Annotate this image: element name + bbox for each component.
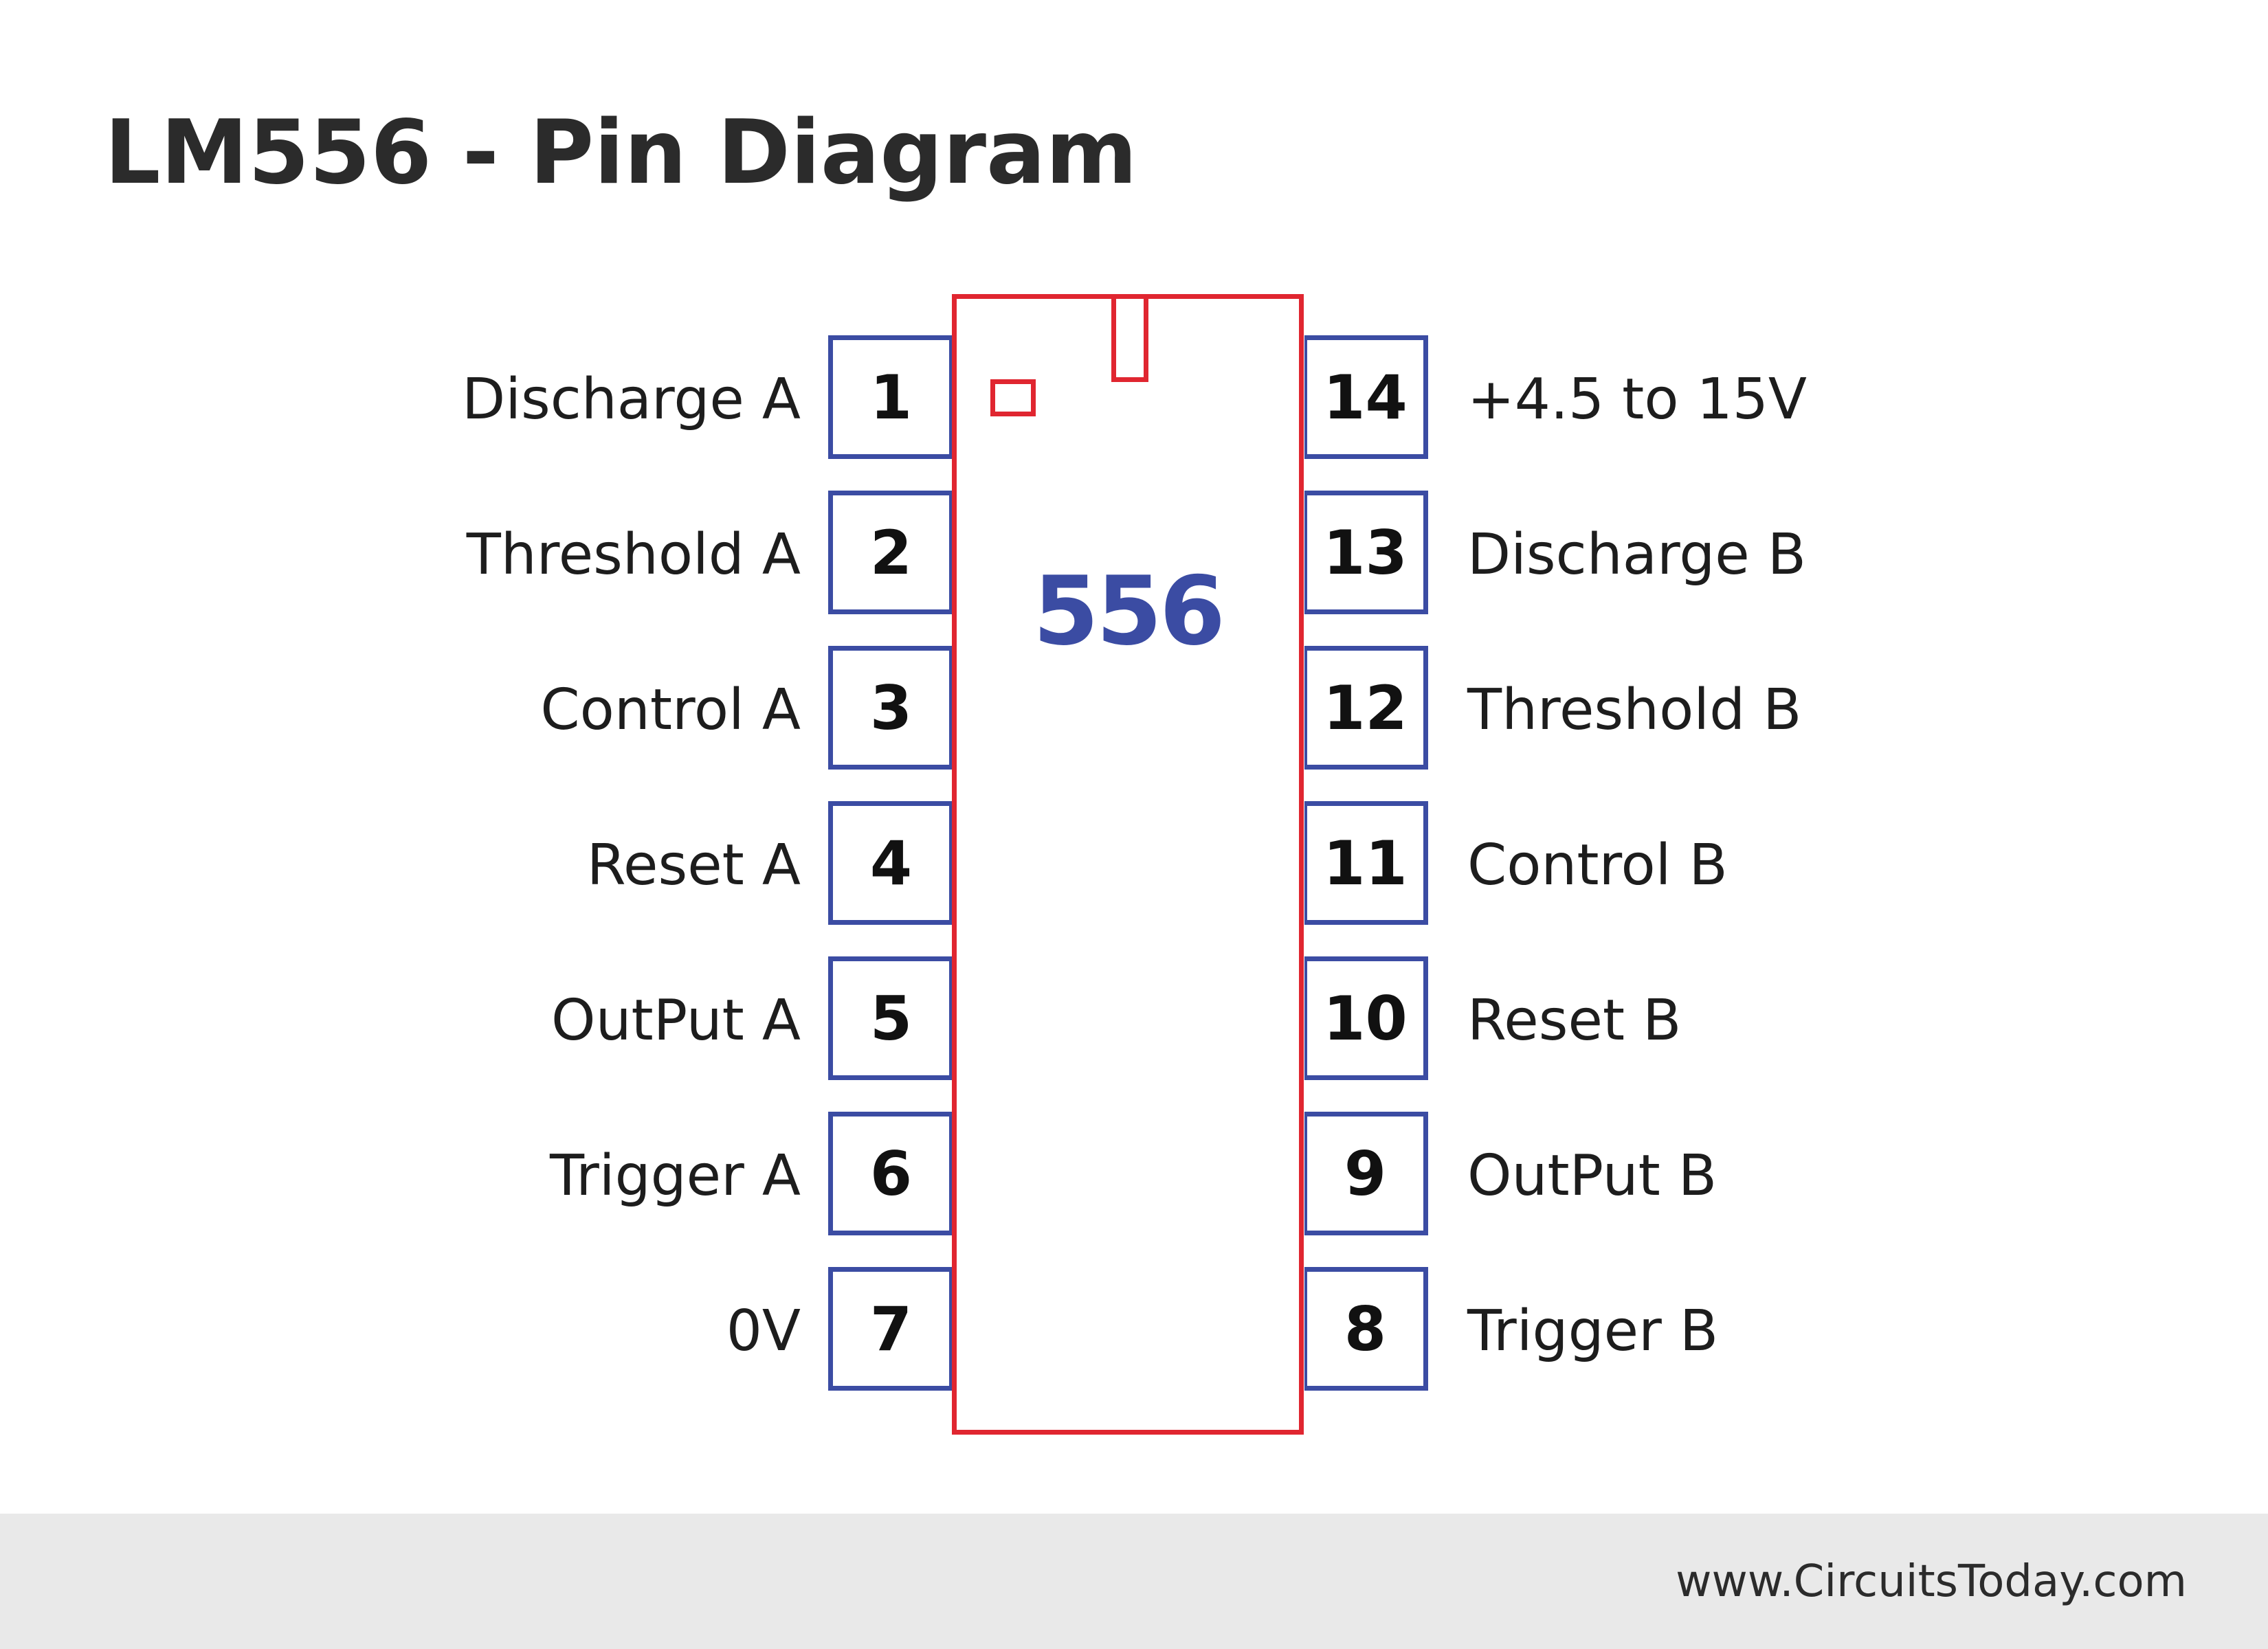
pin-right-4-box: 10 (1304, 956, 1428, 1080)
pin-number: 8 (1344, 1293, 1387, 1365)
pin-left-4-box: 5 (828, 956, 952, 1080)
pin-label: Threshold B (1467, 677, 1802, 743)
pin-left-1-box: 2 (828, 491, 952, 614)
pin-number: 5 (869, 983, 913, 1054)
pin-label: Control B (1467, 833, 1728, 898)
pin-left-0-box: 1 (828, 335, 952, 459)
pin-right-3-box: 11 (1304, 801, 1428, 925)
pin-label: OutPut B (1467, 1143, 1717, 1209)
pin-right-6-box: 8 (1304, 1267, 1428, 1391)
pin-left-2-box: 3 (828, 646, 952, 770)
pin-label: Reset A (586, 833, 801, 898)
pin-right-1-box: 13 (1304, 491, 1428, 614)
pin-number: 9 (1344, 1138, 1387, 1209)
pin-number: 12 (1323, 672, 1408, 743)
chip-label: 556 (1032, 556, 1225, 666)
pin-label: OutPut A (551, 988, 801, 1053)
footer-url: www.CircuitsToday.com (1676, 1556, 2187, 1607)
pin-number: 7 (869, 1293, 913, 1365)
pin-label: Reset B (1467, 988, 1682, 1053)
pin-label: +4.5 to 15V (1467, 367, 1808, 432)
pin-label: Trigger A (550, 1143, 801, 1209)
pin-number: 4 (869, 827, 913, 899)
pin-left-3-box: 4 (828, 801, 952, 925)
pin-right-0-box: 14 (1304, 335, 1428, 459)
pin-number: 1 (869, 361, 913, 433)
pin-label: Discharge A (462, 367, 801, 432)
pin-left-5-box: 6 (828, 1112, 952, 1235)
pin-number: 6 (869, 1138, 913, 1209)
pin-number: 10 (1323, 983, 1408, 1054)
chip-body (952, 294, 1304, 1435)
pin-label: Trigger B (1467, 1299, 1719, 1364)
diagram-title: LM556 - Pin Diagram (104, 102, 1137, 204)
pin-number: 11 (1323, 827, 1408, 899)
pin-right-2-box: 12 (1304, 646, 1428, 770)
pin-number: 14 (1323, 361, 1408, 433)
pin1-indicator (990, 379, 1036, 416)
chip-notch (1111, 294, 1148, 382)
pin-label: 0V (726, 1299, 801, 1364)
pin-left-6-box: 7 (828, 1267, 952, 1391)
pin-number: 3 (869, 672, 913, 743)
pin-number: 2 (869, 517, 913, 588)
pin-right-5-box: 9 (1304, 1112, 1428, 1235)
pin-number: 13 (1323, 517, 1408, 588)
footer-bar (0, 1514, 2268, 1649)
pin-label: Discharge B (1467, 522, 1807, 587)
pin-label: Threshold A (466, 522, 801, 587)
pin-label: Control A (540, 677, 801, 743)
